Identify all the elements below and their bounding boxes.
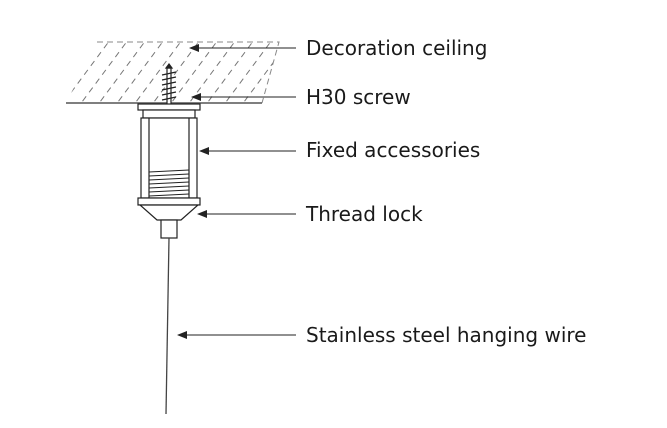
label-h30-screw: H30 screw <box>306 85 411 109</box>
label-fixed-accessories: Fixed accessories <box>306 138 481 162</box>
label-decoration-ceiling: Decoration ceiling <box>306 36 488 60</box>
thread-lock <box>137 197 201 239</box>
label-thread-lock: Thread lock <box>306 202 423 226</box>
leader-lines <box>177 44 296 339</box>
fixed-accessories-housing <box>137 103 201 199</box>
label-stainless-steel-wire: Stainless steel hanging wire <box>306 323 587 347</box>
hanging-wire <box>165 237 170 415</box>
ceiling-block <box>66 41 280 104</box>
